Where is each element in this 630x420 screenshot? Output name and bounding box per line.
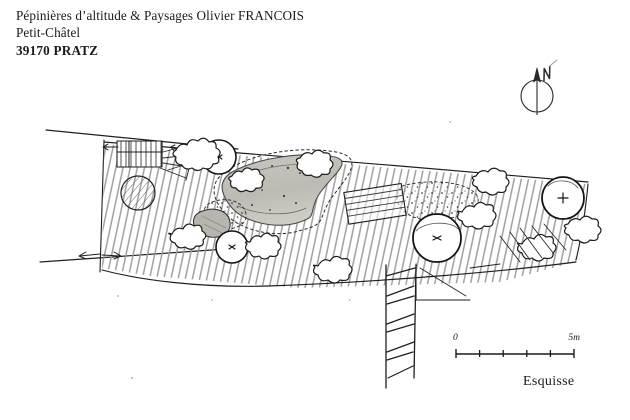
letterhead-address-line: Petit-Châtel [16,25,81,41]
hatched-circle-bed [120,175,156,211]
letterhead: Pépinières d’altitude & Paysages Olivier… [16,7,304,59]
scale-bar-graphic [455,349,575,358]
lower-structure [415,263,501,301]
wooden-deck [343,182,407,225]
north-arrow-compass-icon [520,59,558,115]
scale-start-label: 0 [453,333,458,343]
house-terrace-grid [116,140,163,168]
right-planting-band [499,223,567,263]
scale-end-label: 5m [568,333,580,343]
shrub-mass [168,137,602,284]
scale-bar: 0 5m [452,333,582,360]
letterhead-postcode-line: 39170 PRATZ [16,42,99,58]
letterhead-company-line: Pépinières d’altitude & Paysages Olivier… [16,8,305,23]
pencil-specks [116,121,451,380]
plan-caption: Esquisse [523,374,575,389]
